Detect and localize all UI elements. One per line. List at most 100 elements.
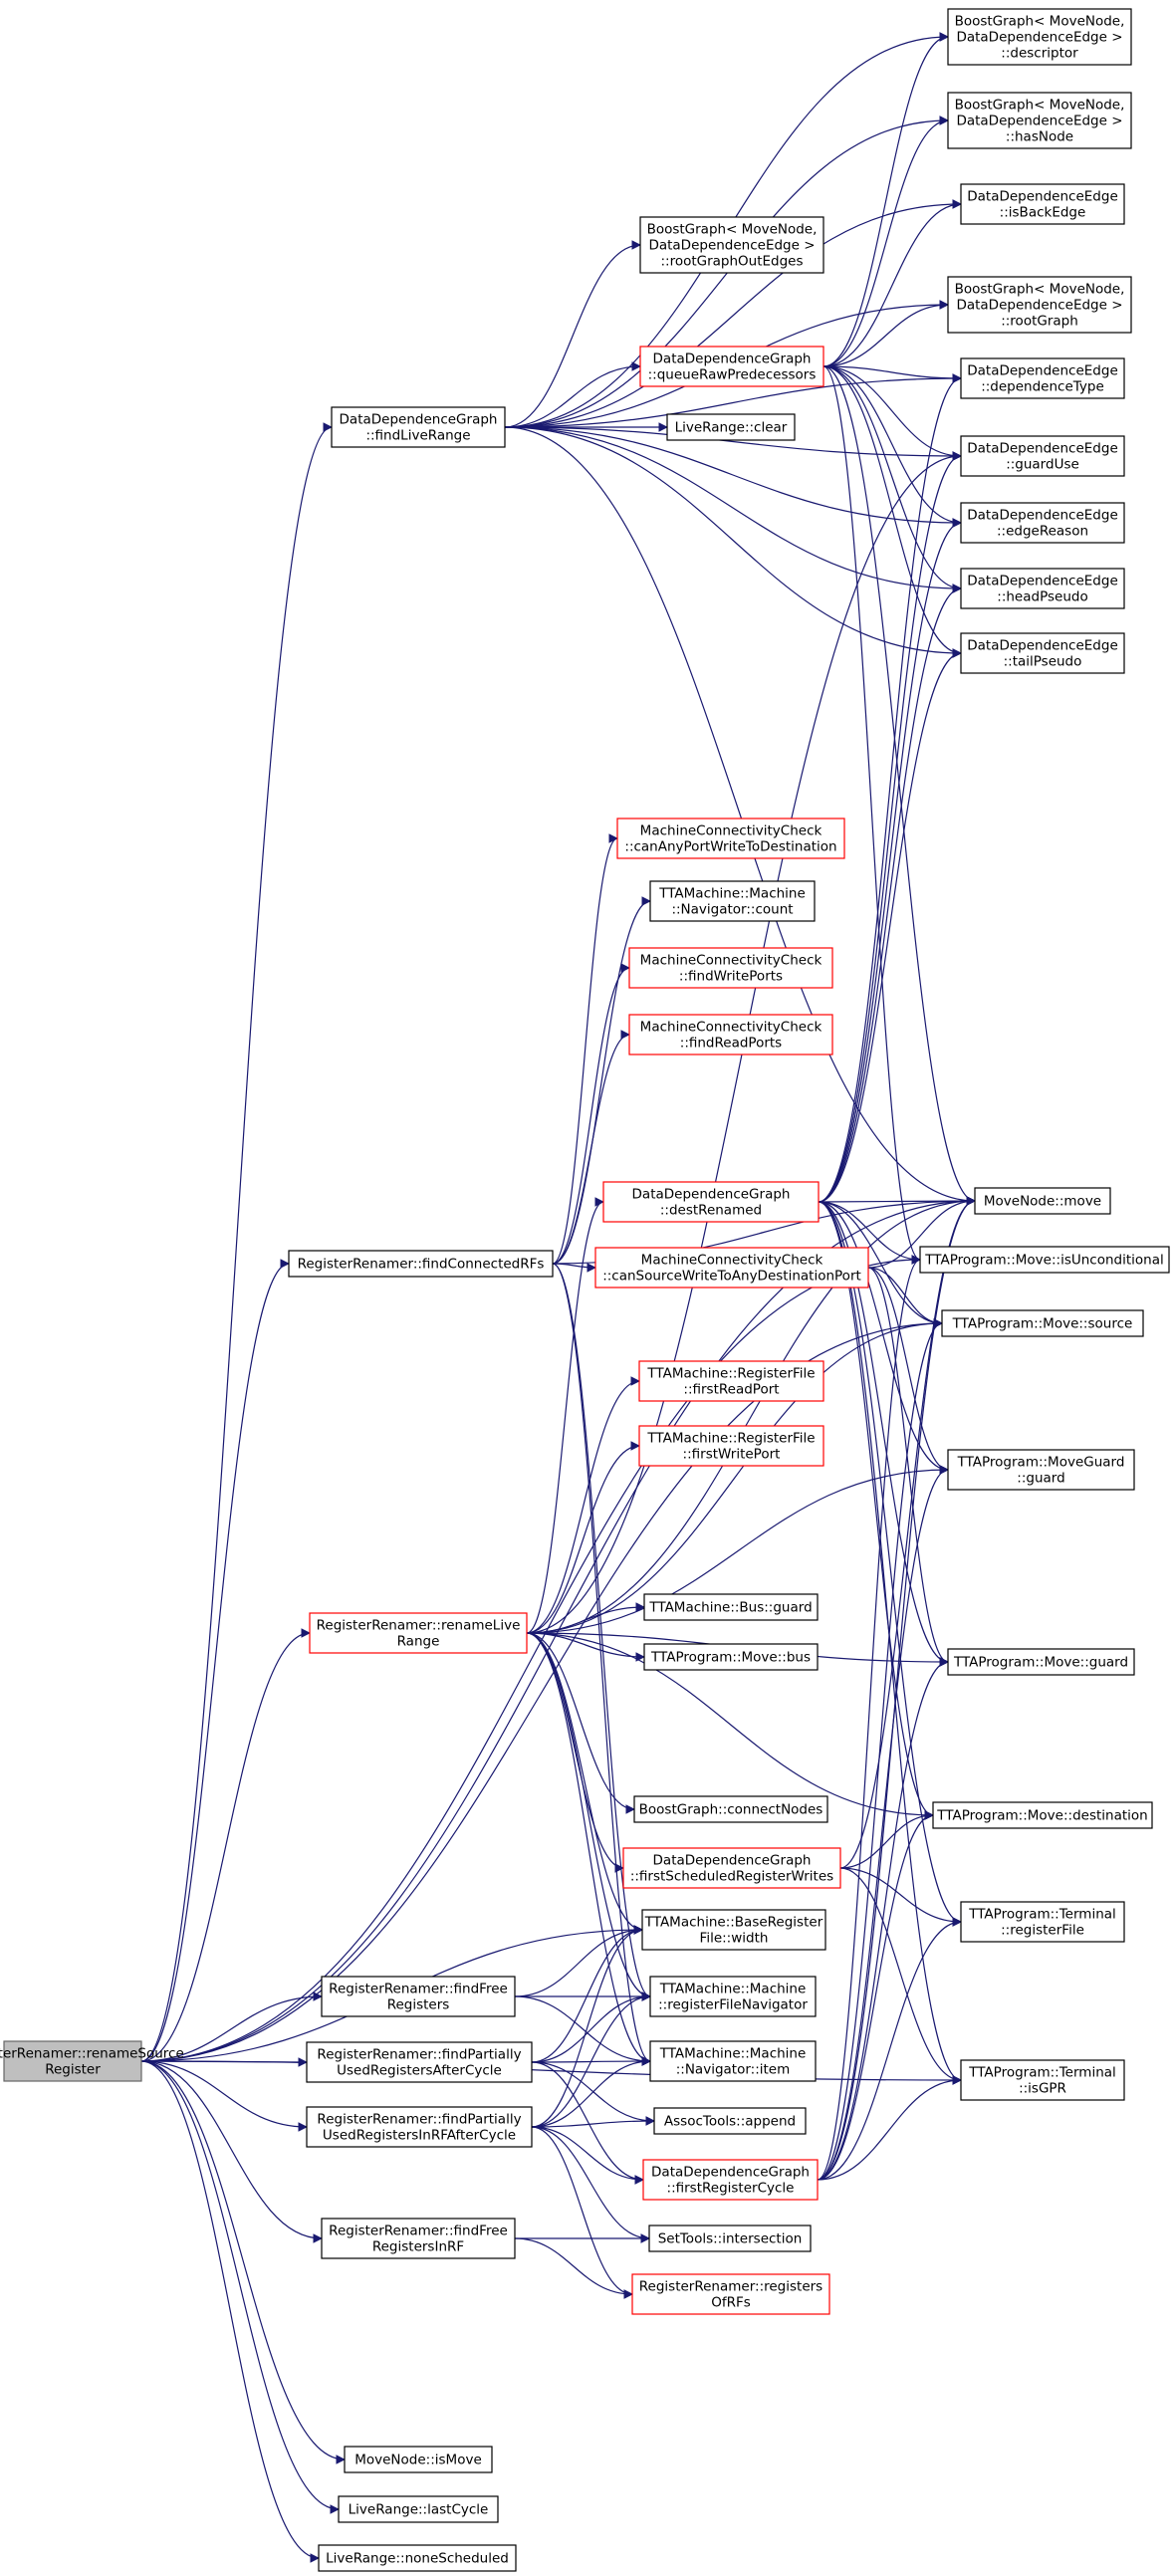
node-mcc-find-write-ports[interactable]: MachineConnectivityCheck::findWritePorts bbox=[628, 947, 833, 989]
node-ddg-first-sched-reg-writes[interactable]: DataDependenceGraph::firstScheduledRegis… bbox=[622, 1847, 841, 1889]
node-label-line: ::guard bbox=[1017, 1470, 1064, 1486]
node-label-line: BoostGraph::connectNodes bbox=[639, 1801, 823, 1817]
node-box bbox=[638, 1360, 824, 1402]
node-move-guard[interactable]: TTAProgram::Move::guard bbox=[947, 1648, 1135, 1676]
node-find-partially-after[interactable]: RegisterRenamer::findPartiallyUsedRegist… bbox=[306, 2041, 533, 2083]
node-bg-root-out-edges[interactable]: BoostGraph< MoveNode,DataDependenceEdge … bbox=[639, 216, 824, 274]
node-ddg-dest-renamed[interactable]: DataDependenceGraph::destRenamed bbox=[602, 1181, 820, 1223]
node-label-line: ::findReadPorts bbox=[680, 1035, 782, 1051]
node-label-line: ::firstScheduledRegisterWrites bbox=[630, 1868, 833, 1884]
node-box bbox=[643, 1643, 819, 1671]
node-dde-edgereason[interactable]: DataDependenceEdge::edgeReason bbox=[960, 502, 1125, 544]
node-box bbox=[947, 8, 1132, 66]
node-label-line: TTAProgram::Move::destination bbox=[936, 1807, 1147, 1823]
node-label-line: ::rootGraphOutEdges bbox=[660, 253, 803, 269]
node-moveguard-guard[interactable]: TTAProgram::MoveGuard::guard bbox=[947, 1449, 1135, 1491]
edge-find_partially_in_rf-to-ddg_first_reg_cycle bbox=[531, 2126, 644, 2185]
node-find-live-range[interactable]: DataDependenceGraph::findLiveRange bbox=[331, 406, 506, 448]
node-mcc-any-port-write[interactable]: MachineConnectivityCheck::canAnyPortWrit… bbox=[616, 818, 845, 859]
node-mach-nav-count[interactable]: TTAMachine::Machine::Navigator::count bbox=[649, 880, 816, 922]
node-terminal-isgpr[interactable]: TTAProgram::Terminal::isGPR bbox=[960, 2059, 1125, 2101]
node-box bbox=[321, 1976, 516, 2017]
node-rf-first-write-port[interactable]: TTAMachine::RegisterFile::firstWritePort bbox=[638, 1425, 824, 1467]
node-box bbox=[639, 346, 824, 387]
node-mcc-find-read-ports[interactable]: MachineConnectivityCheck::findReadPorts bbox=[628, 1014, 833, 1055]
node-label-line: TTAProgram::Move::isUnconditional bbox=[924, 1252, 1163, 1268]
node-dde-headpseudo[interactable]: DataDependenceEdge::headPseudo bbox=[960, 568, 1125, 609]
node-label-line: SetTools::intersection bbox=[658, 2230, 803, 2246]
node-bg-rootgraph[interactable]: BoostGraph< MoveNode,DataDependenceEdge … bbox=[947, 276, 1132, 334]
node-bg-hasnode[interactable]: BoostGraph< MoveNode,DataDependenceEdge … bbox=[947, 92, 1132, 149]
node-terminal-registerfile[interactable]: TTAProgram::Terminal::registerFile bbox=[960, 1901, 1125, 1943]
node-box bbox=[331, 406, 506, 448]
node-live-range-lastcycle[interactable]: LiveRange::lastCycle bbox=[338, 2495, 499, 2523]
node-label-line: ::descriptor bbox=[1001, 45, 1078, 61]
node-box bbox=[947, 276, 1132, 334]
node-move-bus[interactable]: TTAProgram::Move::bus bbox=[643, 1643, 819, 1671]
edge-find_connected_rfs-to-mcc_find_read_ports bbox=[552, 1030, 630, 1265]
node-box bbox=[649, 2040, 817, 2082]
node-find-connected-rfs[interactable]: RegisterRenamer::findConnectedRFs bbox=[288, 1250, 554, 1278]
node-label-line: TTAMachine::Machine bbox=[658, 885, 806, 901]
edge-find_live_range-to-dde_headpseudo bbox=[504, 426, 962, 593]
node-dde-deptype[interactable]: DataDependenceEdge::dependenceType bbox=[960, 357, 1125, 399]
node-bus-guard[interactable]: TTAMachine::Bus::guard bbox=[643, 1593, 819, 1621]
node-label-line: RegisterRenamer::findConnectedRFs bbox=[298, 1256, 545, 1272]
node-label-line: Register bbox=[45, 2061, 101, 2077]
node-move-destination[interactable]: TTAProgram::Move::destination bbox=[932, 1801, 1153, 1829]
edge-find_partially_in_rf-to-assoc_append bbox=[531, 2116, 655, 2128]
node-label-line: ::Navigator::item bbox=[676, 2061, 791, 2077]
node-dde-tailpseudo[interactable]: DataDependenceEdge::tailPseudo bbox=[960, 632, 1125, 674]
edge-ddg_queue_raw-to-dde_headpseudo bbox=[822, 365, 962, 593]
node-box bbox=[616, 818, 845, 859]
edge-ddg_dest_renamed-to-terminal_isgpr bbox=[818, 1201, 962, 2085]
edge-find_live_range-to-dde_deptype bbox=[504, 373, 962, 428]
node-label-line: TTAMachine::BaseRegister bbox=[644, 1914, 823, 1930]
node-mcc-source-write[interactable]: MachineConnectivityCheck::canSourceWrite… bbox=[594, 1247, 869, 1288]
node-move-isunconditional[interactable]: TTAProgram::Move::isUnconditional bbox=[919, 1246, 1170, 1274]
node-find-partially-in-rf[interactable]: RegisterRenamer::findPartiallyUsedRegist… bbox=[306, 2106, 533, 2148]
node-box bbox=[594, 1247, 869, 1288]
edge-find_partially_in_rf-to-base_rf_width bbox=[531, 1925, 643, 2128]
edge-ddg_queue_raw-to-dde_isbackedge bbox=[822, 199, 962, 367]
node-label-line: MachineConnectivityCheck bbox=[640, 952, 822, 968]
node-mach-rf-navigator[interactable]: TTAMachine::Machine::registerFileNavigat… bbox=[649, 1976, 817, 2017]
node-rf-first-read-port[interactable]: TTAMachine::RegisterFile::firstReadPort bbox=[638, 1360, 824, 1402]
node-label-line: ::isGPR bbox=[1019, 2080, 1066, 2096]
node-settools-intersection[interactable]: SetTools::intersection bbox=[648, 2225, 812, 2252]
edge-rename_source-to-find_connected_rfs bbox=[140, 1259, 290, 2062]
edge-ddg_first_reg_cycle-to-moveguard_guard bbox=[817, 1465, 949, 2181]
node-ddg-queue-raw[interactable]: DataDependenceGraph::queueRawPredecessor… bbox=[639, 346, 824, 387]
edge-ddg_queue_raw-to-dde_deptype bbox=[822, 365, 962, 383]
node-label-line: ::edgeReason bbox=[997, 523, 1088, 539]
edge-ddg_dest_renamed-to-dde_edgereason bbox=[818, 518, 962, 1203]
node-dde-isbackedge[interactable]: DataDependenceEdge::isBackEdge bbox=[960, 183, 1125, 225]
node-ddg-first-reg-cycle[interactable]: DataDependenceGraph::firstRegisterCycle bbox=[642, 2159, 819, 2201]
node-live-range-clear[interactable]: LiveRange::clear bbox=[666, 413, 796, 441]
edge-mcc_source_write-to-move_guard bbox=[867, 1267, 949, 1667]
node-label-line: LiveRange::clear bbox=[675, 419, 788, 435]
node-bg-connect-nodes[interactable]: BoostGraph::connectNodes bbox=[633, 1795, 828, 1823]
node-move-source[interactable]: TTAProgram::Move::source bbox=[941, 1309, 1144, 1337]
node-label-line: RegisterRenamer::renameLive bbox=[317, 1617, 521, 1633]
edge-ddg_queue_raw-to-bg_rootgraph bbox=[822, 300, 949, 367]
node-bg-descriptor[interactable]: BoostGraph< MoveNode,DataDependenceEdge … bbox=[947, 8, 1132, 66]
node-movenode-move[interactable]: MoveNode::move bbox=[974, 1187, 1111, 1215]
node-live-range-nonescheduled[interactable]: LiveRange::noneScheduled bbox=[318, 2544, 517, 2572]
node-mach-nav-item[interactable]: TTAMachine::Machine::Navigator::item bbox=[649, 2040, 817, 2082]
node-dde-guarduse[interactable]: DataDependenceEdge::guardUse bbox=[960, 435, 1125, 477]
node-label-line: UsedRegistersAfterCycle bbox=[337, 2062, 502, 2078]
edge-find_live_range-to-bg_hasnode bbox=[504, 116, 949, 428]
node-box bbox=[960, 357, 1125, 399]
node-movenode-ismove[interactable]: MoveNode::isMove bbox=[344, 2446, 493, 2473]
node-label-line: DataDependenceEdge > bbox=[956, 297, 1122, 313]
graph-edges bbox=[140, 32, 976, 2563]
node-assoc-append[interactable]: AssocTools::append bbox=[653, 2107, 807, 2135]
edge-ddg_dest_renamed-to-move_destination bbox=[818, 1201, 934, 1820]
